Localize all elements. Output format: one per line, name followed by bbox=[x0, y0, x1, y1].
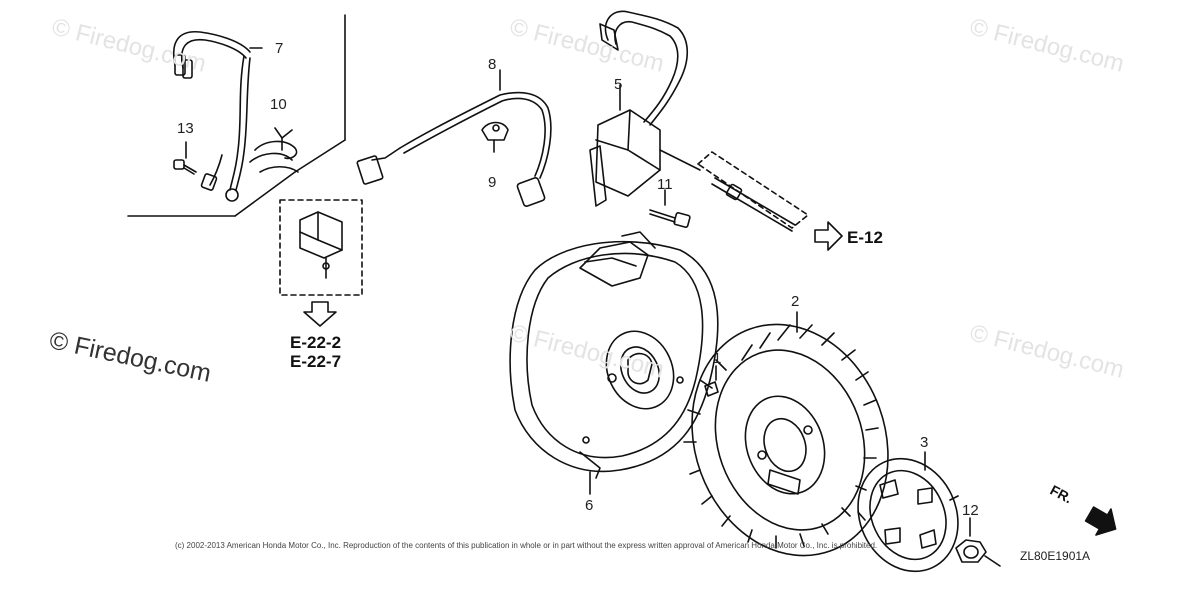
callout-1: 1 bbox=[713, 350, 722, 367]
long-bolt bbox=[711, 177, 796, 232]
bolt-11 bbox=[649, 189, 691, 228]
callout-5: 5 bbox=[614, 76, 623, 93]
nut-12 bbox=[955, 517, 1001, 567]
callout-6: 6 bbox=[585, 497, 594, 514]
callout-3: 3 bbox=[920, 434, 929, 451]
callout-12: 12 bbox=[962, 502, 979, 519]
reference-e22-2: E-22-2 bbox=[290, 333, 342, 352]
arrow-e22 bbox=[303, 301, 337, 327]
ignition-coil-5 bbox=[589, 10, 701, 207]
wire-8 bbox=[356, 69, 552, 207]
front-arrow bbox=[1084, 506, 1117, 536]
clip-9 bbox=[481, 121, 509, 153]
copyright-notice: (c) 2002-2013 American Honda Motor Co., … bbox=[175, 541, 878, 550]
arrow-e12 bbox=[814, 221, 843, 251]
fan-cover-6 bbox=[509, 231, 719, 495]
clamp-10 bbox=[249, 127, 299, 173]
callout-7: 7 bbox=[275, 40, 284, 57]
starter-pulley-3 bbox=[857, 451, 959, 573]
callout-9: 9 bbox=[488, 174, 497, 191]
condenser bbox=[299, 211, 343, 279]
callout-10: 10 bbox=[270, 96, 287, 113]
callout-2: 2 bbox=[791, 293, 800, 310]
callout-8: 8 bbox=[488, 56, 497, 73]
callout-13: 13 bbox=[177, 120, 194, 137]
flywheel-2 bbox=[683, 311, 889, 557]
wire-harness-7 bbox=[173, 31, 263, 202]
callout-11: 11 bbox=[657, 176, 673, 193]
reference-e12: E-12 bbox=[847, 228, 883, 247]
inset-frame bbox=[127, 14, 346, 217]
dashed-box-e22 bbox=[279, 199, 363, 296]
reference-e22-7: E-22-7 bbox=[290, 352, 342, 371]
screw-13 bbox=[173, 141, 197, 175]
dashed-box-e12 bbox=[697, 151, 809, 229]
diagram-code: ZL80E1901A bbox=[1020, 549, 1091, 563]
key-1 bbox=[704, 365, 719, 397]
